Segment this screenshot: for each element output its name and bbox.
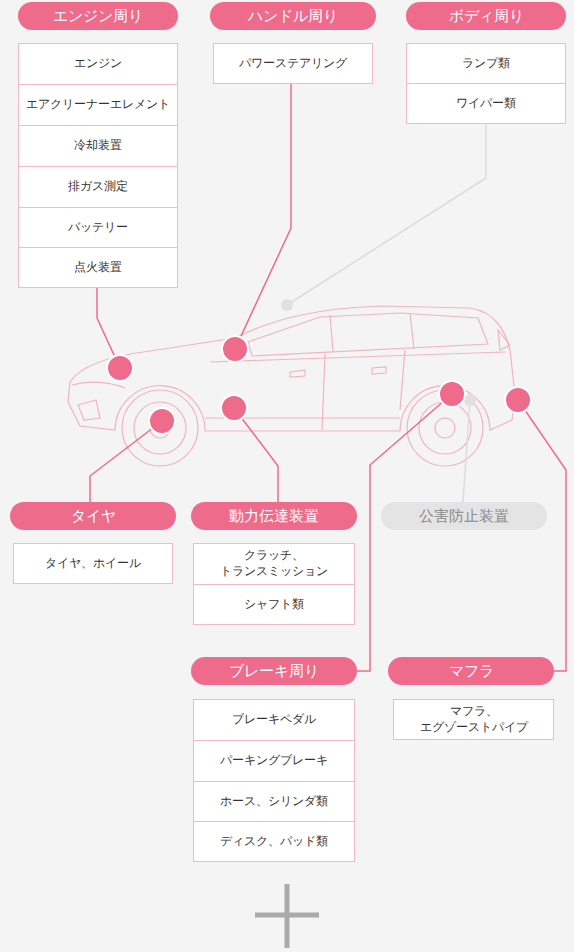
- category-pill: 動力伝達装置: [191, 502, 357, 530]
- category-pill: ボディ周り: [406, 2, 566, 30]
- category-pill: ハンドル周り: [210, 2, 376, 30]
- category-pill: エンジン周り: [18, 2, 178, 30]
- node-text: ホース、シリンダ類: [220, 794, 328, 810]
- node-text: パワーステアリング: [239, 56, 347, 72]
- node-text: エンジン: [74, 56, 122, 72]
- node-text: ハンドル周り: [248, 7, 338, 26]
- item-box: 排ガス測定: [18, 166, 178, 208]
- node-text: 排ガス測定: [68, 179, 128, 195]
- node-text: タイヤ: [71, 507, 116, 526]
- node-text: 冷却装置: [74, 138, 122, 154]
- node-text: ワイパー類: [456, 96, 516, 112]
- item-box: バッテリー: [18, 207, 178, 248]
- item-box: タイヤ、ホイール: [13, 543, 173, 584]
- node-text: ボディ周り: [449, 7, 524, 26]
- item-box: エアクリーナーエレメント: [18, 84, 178, 126]
- item-box: エンジン: [18, 43, 178, 85]
- grey-leader-lines: [287, 124, 486, 502]
- node-text: バッテリー: [68, 220, 128, 236]
- item-box: ランプ類: [406, 43, 566, 84]
- item-box: ワイパー類: [406, 83, 566, 124]
- item-box: ディスク、パッド類: [193, 821, 355, 862]
- node-text: ランプ類: [462, 56, 510, 72]
- node-text: ブレーキ周り: [229, 662, 319, 681]
- item-box: ブレーキペダル: [193, 699, 355, 741]
- node-text: 動力伝達装置: [229, 507, 319, 526]
- node-text: パーキングブレーキ: [220, 753, 328, 769]
- item-box: パワーステアリング: [213, 43, 373, 84]
- category-pill: 公害防止装置: [381, 502, 547, 530]
- item-box: クラッチ、 トランスミッション: [193, 543, 355, 585]
- node-text: 公害防止装置: [419, 507, 509, 526]
- category-pill: ブレーキ周り: [191, 657, 357, 685]
- item-box: 点火装置: [18, 247, 178, 288]
- item-box: 冷却装置: [18, 125, 178, 167]
- category-pill: マフラ: [388, 657, 554, 685]
- node-text: ブレーキペダル: [232, 712, 316, 728]
- node-text: ディスク、パッド類: [220, 834, 328, 850]
- marker-dots: [107, 299, 531, 434]
- node-text: クラッチ、 トランスミッション: [200, 548, 348, 579]
- node-text: マフラ、 エグゾーストパイプ: [400, 704, 547, 735]
- node-text: エンジン周り: [53, 7, 143, 26]
- node-text: シャフト類: [244, 597, 304, 613]
- item-box: マフラ、 エグゾーストパイプ: [393, 699, 554, 740]
- node-text: 点火装置: [74, 260, 122, 276]
- item-box: パーキングブレーキ: [193, 740, 355, 782]
- node-text: エアクリーナーエレメント: [26, 97, 170, 113]
- node-text: タイヤ、ホイール: [45, 556, 141, 572]
- item-box: シャフト類: [193, 584, 355, 625]
- plus-symbol: [255, 884, 319, 948]
- category-pill: タイヤ: [10, 502, 176, 530]
- node-text: マフラ: [449, 662, 494, 681]
- item-box: ホース、シリンダ類: [193, 781, 355, 822]
